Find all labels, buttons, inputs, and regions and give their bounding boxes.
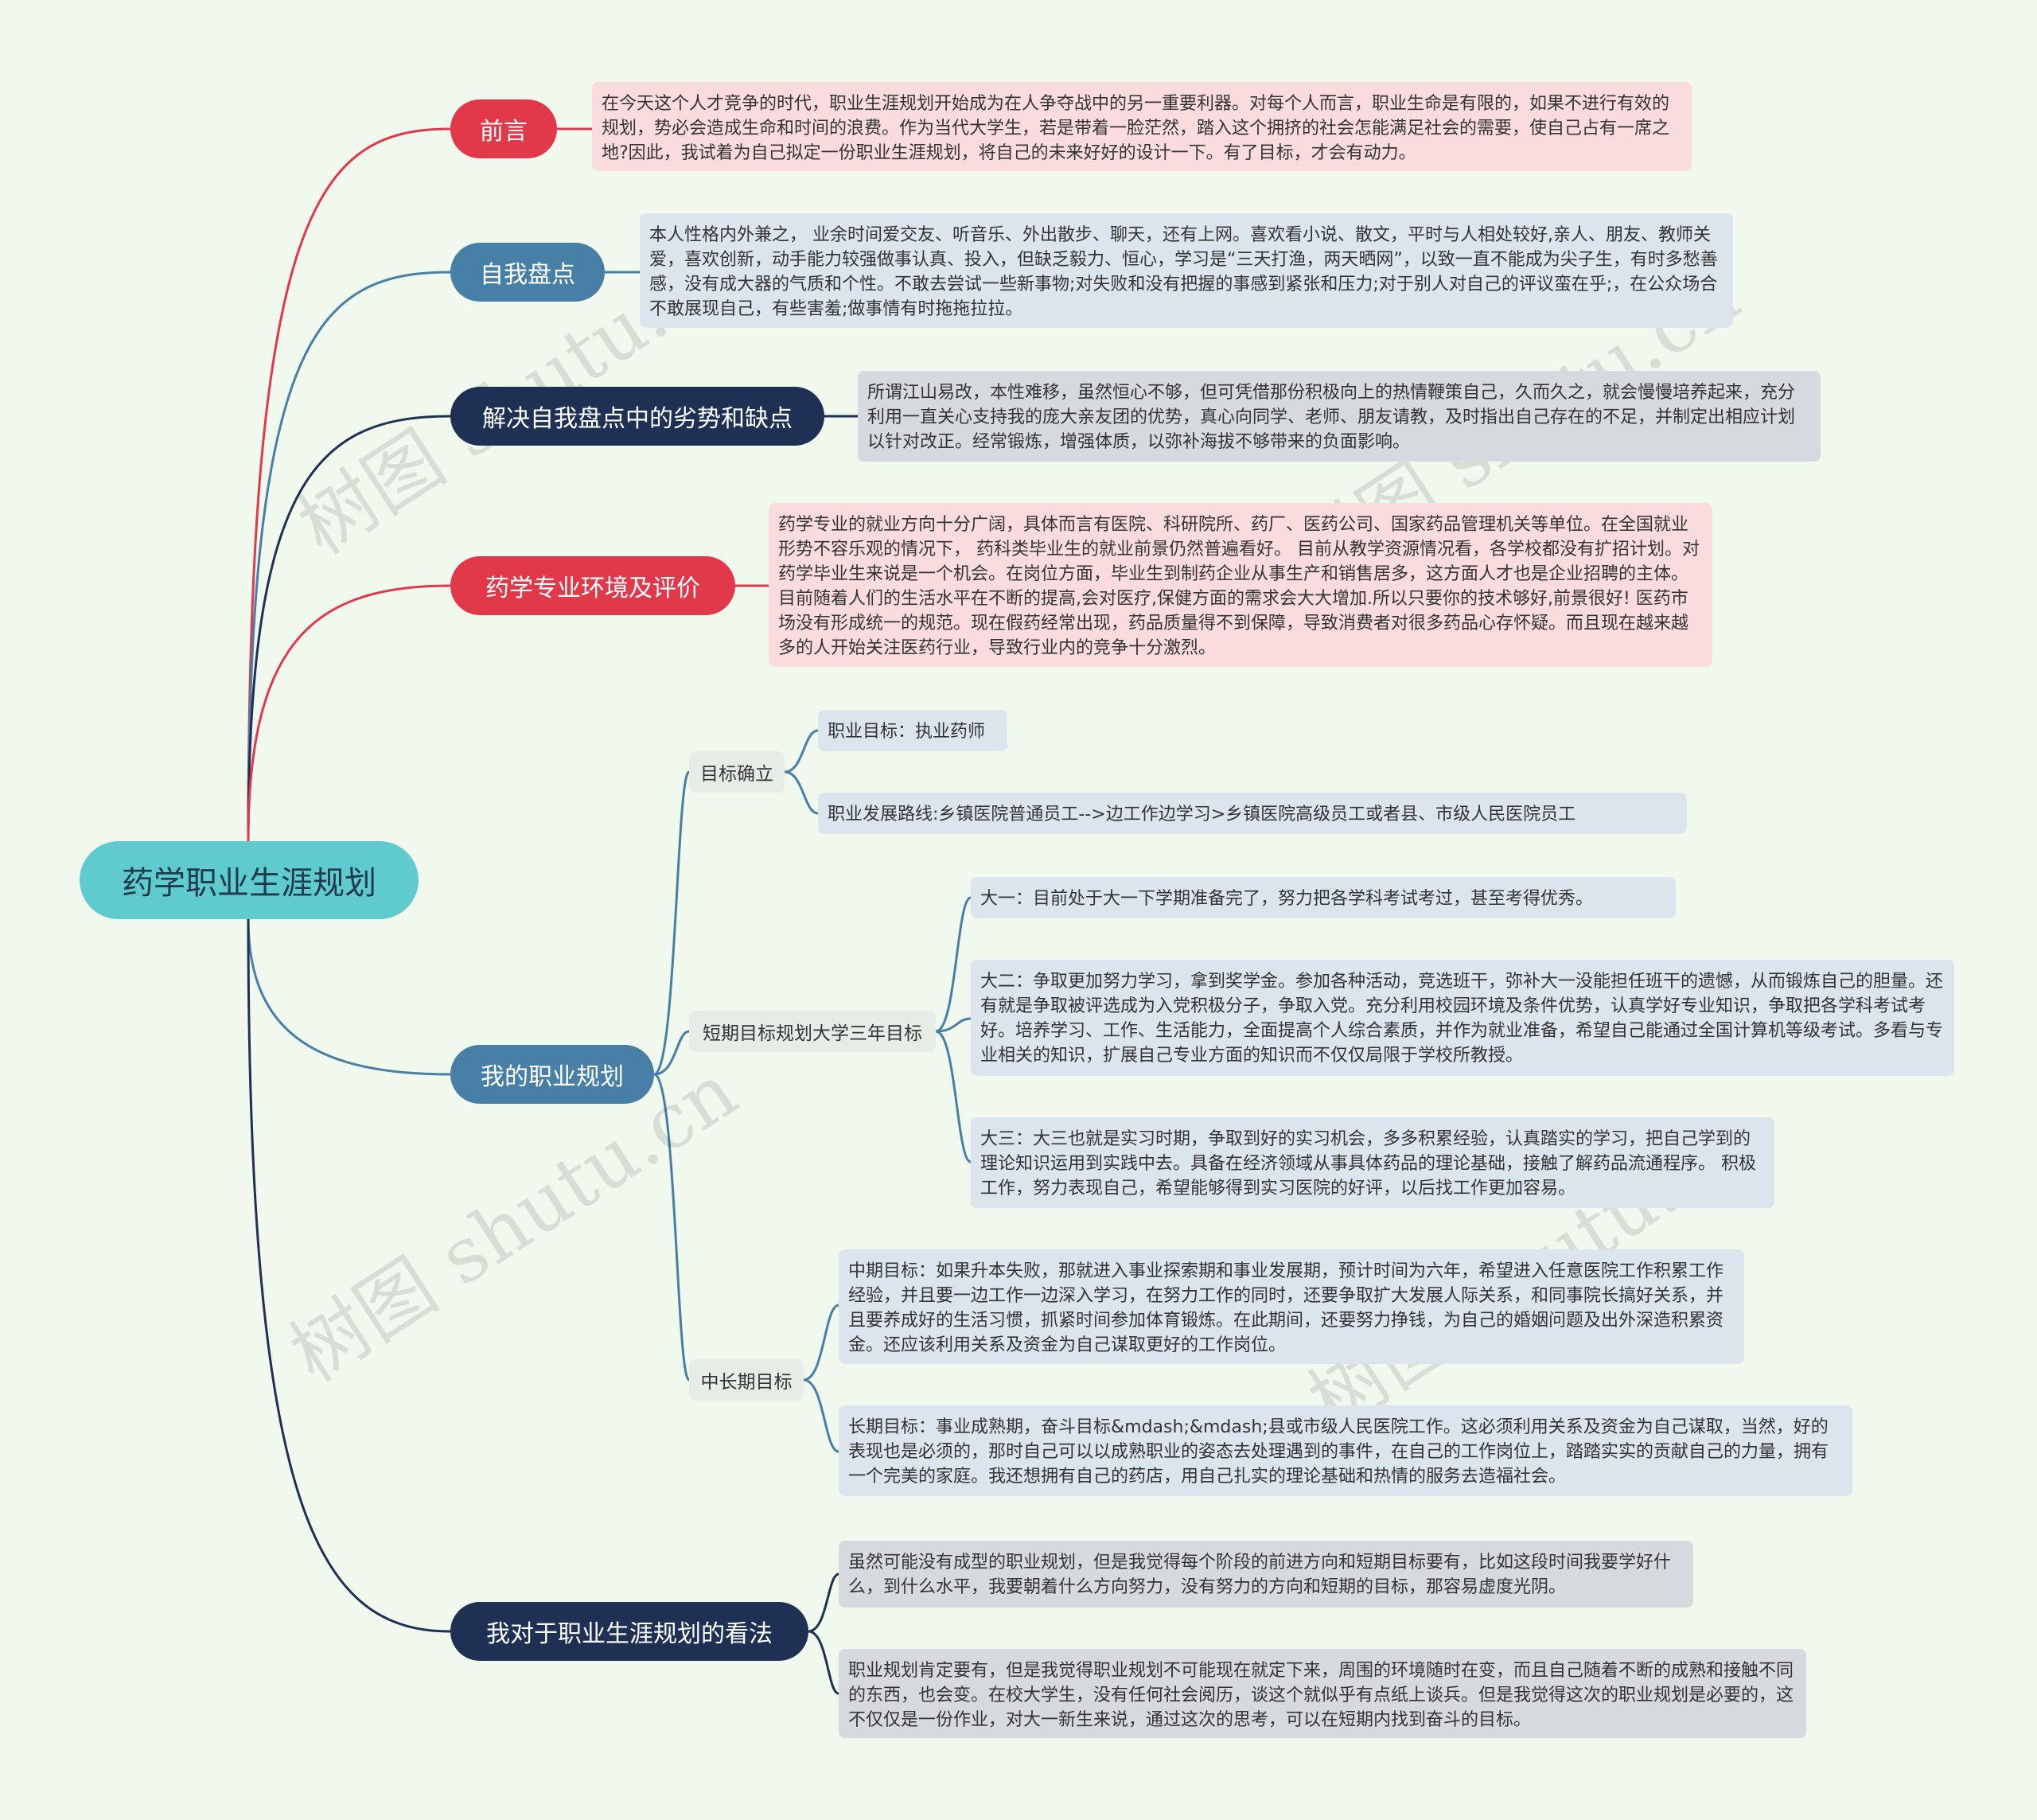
node-short-term[interactable]: 短期目标规划大学三年目标 [689, 1011, 936, 1052]
branch-weakness[interactable]: 解决自我盘点中的劣势和缺点 [450, 387, 824, 446]
root-node[interactable]: 药学职业生涯规划 [80, 841, 419, 919]
node-goal[interactable]: 目标确立 [689, 751, 785, 793]
self-review-text: 本人性格内外兼之， 业余时间爱交友、听音乐、外出散步、聊天，还有上网。喜欢看小说… [640, 213, 1733, 328]
goal-item-1: 职业目标：执业药师 [818, 710, 1007, 751]
branch-environment[interactable]: 药学专业环境及评价 [450, 556, 735, 615]
short-term-year3: 大三：大三也就是实习时期，争取到好的实习机会，多多积累经验，认真踏实的学习，把自… [971, 1117, 1774, 1208]
preface-text: 在今天这个人才竞争的时代，职业生涯规划开始成为在人争夺战中的另一重要利器。对每个… [592, 82, 1692, 171]
short-term-year2: 大二：争取更加努力学习，拿到奖学金。参加各种活动，竞选班干，弥补大一没能担任班干… [971, 960, 1954, 1076]
branch-view[interactable]: 我对于职业生涯规划的看法 [450, 1602, 808, 1661]
long-term-mid: 中期目标：如果升本失败，那就进入事业探索期和事业发展期，预计时间为六年，希望进入… [839, 1249, 1744, 1364]
branch-self-review[interactable]: 自我盘点 [450, 243, 605, 302]
goal-item-2: 职业发展路线:乡镇医院普通员工-->边工作边学习>乡镇医院高级员工或者县、市级人… [818, 793, 1687, 834]
environment-text: 药学专业的就业方向十分广阔，具体而言有医院、科研院所、药厂、医药公司、国家药品管… [769, 503, 1712, 667]
view-item-2: 职业规划肯定要有，但是我觉得职业规划不可能现在就定下来，周围的环境随时在变，而且… [839, 1649, 1806, 1738]
weakness-text: 所谓江山易改，本性难移，虽然恒心不够，但可凭借那份积极向上的热情鞭策自己，久而久… [858, 371, 1821, 462]
long-term-long: 长期目标：事业成熟期，奋斗目标&mdash;&mdash;县或市级人民医院工作。… [839, 1405, 1852, 1496]
branch-my-plan[interactable]: 我的职业规划 [450, 1045, 654, 1104]
branch-preface[interactable]: 前言 [450, 99, 557, 158]
node-long-term[interactable]: 中长期目标 [689, 1359, 804, 1401]
short-term-year1: 大一：目前处于大一下学期准备完了，努力把各学科考试考过，甚至考得优秀。 [971, 877, 1676, 918]
view-item-1: 虽然可能没有成型的职业规划，但是我觉得每个阶段的前进方向和短期目标要有，比如这段… [839, 1541, 1693, 1608]
